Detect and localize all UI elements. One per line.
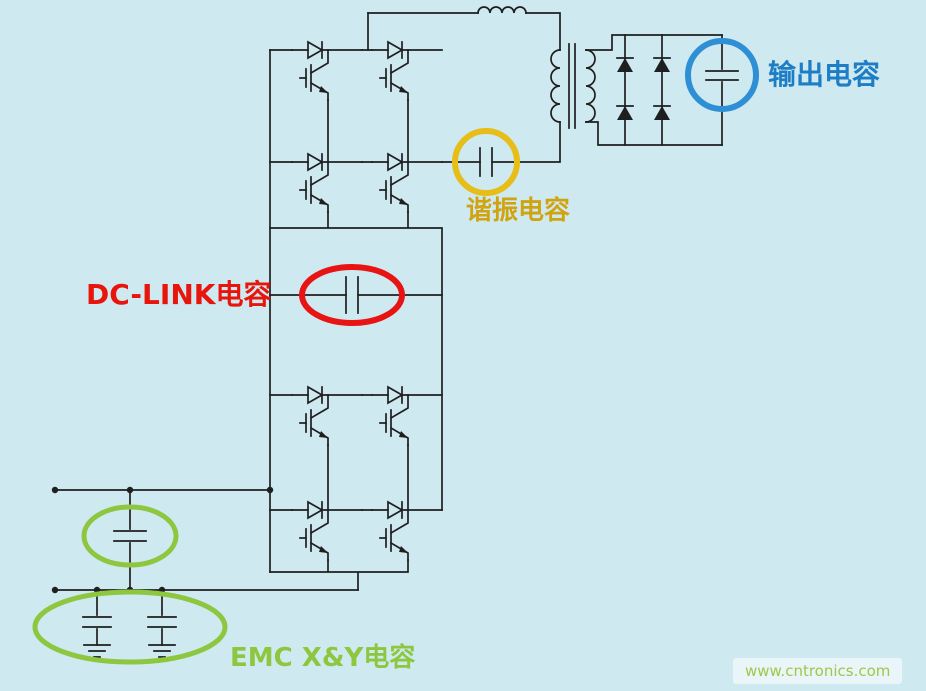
dclink-capacitor-symbol xyxy=(269,276,443,314)
igbt-cell xyxy=(291,153,363,213)
label-resonant-capacitor: 谐振电容 xyxy=(466,196,571,226)
ground-symbol xyxy=(83,644,111,658)
igbt-cell xyxy=(371,386,443,446)
igbt-cell xyxy=(291,501,363,561)
transformer xyxy=(550,43,596,129)
igbt-bridge xyxy=(291,41,443,561)
wiring xyxy=(269,12,443,591)
diode-icon xyxy=(654,58,670,72)
emc-filter xyxy=(51,486,359,658)
igbt-cell xyxy=(291,41,363,101)
label-emc-capacitors: EMC X&Y电容 xyxy=(230,643,416,673)
resonant-capacitor-ring xyxy=(452,128,520,196)
label-dclink-capacitor: DC-LINK电容 xyxy=(86,278,272,311)
igbt-cell xyxy=(371,153,443,213)
resonant-capacitor-symbol xyxy=(441,121,561,177)
output-rectifier xyxy=(585,34,723,146)
diode-icon xyxy=(617,106,633,120)
igbt-cell xyxy=(291,386,363,446)
output-capacitor-ring xyxy=(685,38,759,112)
emc-y-capacitor-ring xyxy=(32,589,228,665)
ground-symbol xyxy=(148,644,176,658)
emc-y-capacitor-symbol xyxy=(82,589,112,646)
igbt-cell xyxy=(371,41,443,101)
output-capacitor-symbol xyxy=(705,34,739,146)
emc-y-capacitor-symbol xyxy=(147,589,177,646)
diode-icon xyxy=(617,58,633,72)
resonant-inductor xyxy=(367,6,561,51)
igbt-cell xyxy=(371,501,443,561)
label-output-capacitor: 输出电容 xyxy=(768,58,881,91)
dclink-capacitor-ring xyxy=(299,264,405,326)
emc-x-capacitor-ring xyxy=(81,504,179,568)
diode-icon xyxy=(654,106,670,120)
watermark-cntronics: www.cntronics.com xyxy=(733,658,903,684)
